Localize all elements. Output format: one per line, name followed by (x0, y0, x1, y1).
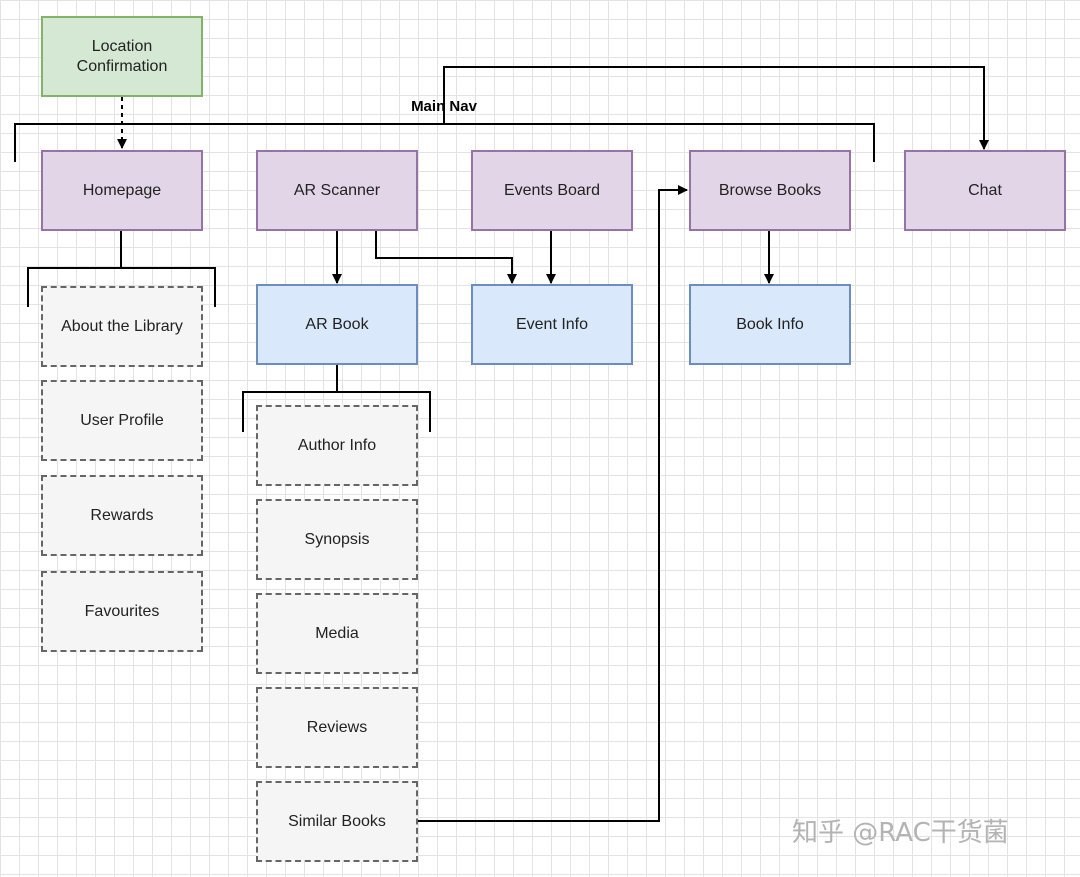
similar-books-to-browse-books-connector (418, 185, 688, 822)
node-location-confirmation[interactable]: Location Confirmation (41, 16, 203, 97)
node-events-board[interactable]: Events Board (471, 150, 633, 231)
node-book-info[interactable]: Book Info (689, 284, 851, 365)
node-rewards[interactable]: Rewards (41, 475, 203, 556)
node-about-the-library[interactable]: About the Library (41, 286, 203, 367)
node-user-profile[interactable]: User Profile (41, 380, 203, 461)
node-author-info[interactable]: Author Info (256, 405, 418, 486)
node-similar-books[interactable]: Similar Books (256, 781, 418, 862)
watermark-text: 知乎 @RAC干货菌 (792, 818, 1009, 848)
node-homepage[interactable]: Homepage (41, 150, 203, 231)
node-chat[interactable]: Chat (904, 150, 1066, 231)
main-nav-to-chat-connector (443, 66, 989, 150)
node-event-info[interactable]: Event Info (471, 284, 633, 365)
node-favourites[interactable]: Favourites (41, 571, 203, 652)
node-ar-book[interactable]: AR Book (256, 284, 418, 365)
main-nav-label: Main Nav (411, 98, 477, 115)
node-media[interactable]: Media (256, 593, 418, 674)
node-synopsis[interactable]: Synopsis (256, 499, 418, 580)
node-ar-scanner[interactable]: AR Scanner (256, 150, 418, 231)
node-browse-books[interactable]: Browse Books (689, 150, 851, 231)
ar-scanner-to-event-info-connector (375, 231, 517, 284)
node-reviews[interactable]: Reviews (256, 687, 418, 768)
